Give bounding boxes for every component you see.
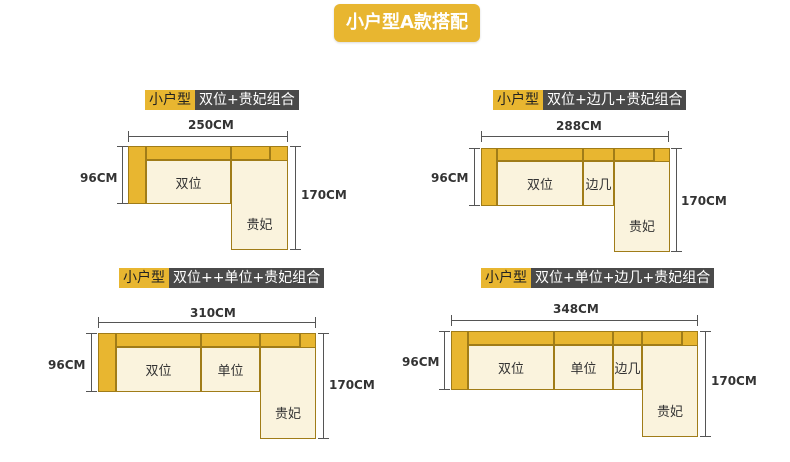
diagram-tag: 小户型 xyxy=(493,90,543,110)
length-dimension-line xyxy=(700,331,711,437)
seat-double: 双位 xyxy=(146,160,231,204)
diagram-3-label: 小户型双位++单位+贵妃组合 xyxy=(119,268,325,288)
depth-dimension-line xyxy=(469,148,480,206)
side-table: 边几 xyxy=(613,345,642,390)
depth-dimension: 96CM xyxy=(80,171,118,185)
diagram-tag: 小户型 xyxy=(145,90,195,110)
length-dimension-line xyxy=(290,146,301,250)
width-dimension: 348CM xyxy=(553,302,599,316)
diagram-1-label: 小户型双位+贵妃组合 xyxy=(145,90,299,110)
left-armrest xyxy=(451,331,468,390)
backrest-segment xyxy=(583,148,614,161)
depth-dimension: 96CM xyxy=(402,355,440,369)
backrest-segment xyxy=(554,331,613,345)
length-dimension-line xyxy=(671,148,682,252)
backrest-segment xyxy=(642,331,682,345)
backrest-segment xyxy=(468,331,554,345)
depth-dimension-line xyxy=(439,331,450,390)
width-dimension-line xyxy=(128,131,288,142)
diagram-2-label: 小户型双位+边几+贵妃组合 xyxy=(493,90,687,110)
depth-dimension: 96CM xyxy=(431,171,469,185)
depth-dimension-line xyxy=(117,146,128,204)
depth-dimension: 96CM xyxy=(48,358,86,372)
width-dimension-line xyxy=(481,131,669,142)
diagram-tag: 小户型 xyxy=(481,268,531,288)
backrest-segment xyxy=(201,333,260,347)
backrest-segment xyxy=(497,148,583,161)
width-dimension: 310CM xyxy=(190,306,236,320)
backrest-segment xyxy=(260,333,300,347)
seat-chaise: 贵妃 xyxy=(614,161,670,252)
diagram-4-label: 小户型双位+单位+边几+贵妃组合 xyxy=(481,268,715,288)
side-table: 边几 xyxy=(583,161,614,206)
seat-chaise: 贵妃 xyxy=(642,345,698,437)
diagram-desc: 双位+边几+贵妃组合 xyxy=(543,90,687,110)
left-armrest xyxy=(128,146,146,204)
seat-double: 双位 xyxy=(468,345,554,390)
width-dimension-line xyxy=(98,317,316,328)
backrest-segment xyxy=(146,146,231,160)
backrest-segment xyxy=(614,148,654,161)
backrest-segment xyxy=(613,331,642,345)
length-dimension: 170CM xyxy=(301,188,347,202)
diagram-desc: 双位+贵妃组合 xyxy=(195,90,299,110)
seat-double: 双位 xyxy=(116,347,201,392)
page-title: 小户型A款搭配 xyxy=(334,4,480,42)
backrest-segment xyxy=(116,333,201,347)
diagram-desc: 双位++单位+贵妃组合 xyxy=(169,268,325,288)
left-armrest xyxy=(481,148,497,206)
diagram-desc: 双位+单位+边几+贵妃组合 xyxy=(531,268,715,288)
length-dimension: 170CM xyxy=(711,374,757,388)
depth-dimension-line xyxy=(86,333,97,392)
length-dimension: 170CM xyxy=(681,194,727,208)
seat-double: 双位 xyxy=(497,161,583,206)
length-dimension-line xyxy=(318,333,329,439)
backrest-segment xyxy=(231,146,270,160)
seat-single: 单位 xyxy=(554,345,613,390)
width-dimension: 288CM xyxy=(556,119,602,133)
width-dimension-line xyxy=(451,315,698,326)
diagram-tag: 小户型 xyxy=(119,268,169,288)
seat-chaise: 贵妃 xyxy=(260,347,316,439)
seat-single: 单位 xyxy=(201,347,260,392)
left-armrest xyxy=(98,333,116,392)
seat-chaise: 贵妃 xyxy=(231,160,288,250)
length-dimension: 170CM xyxy=(329,378,375,392)
width-dimension: 250CM xyxy=(188,118,234,132)
